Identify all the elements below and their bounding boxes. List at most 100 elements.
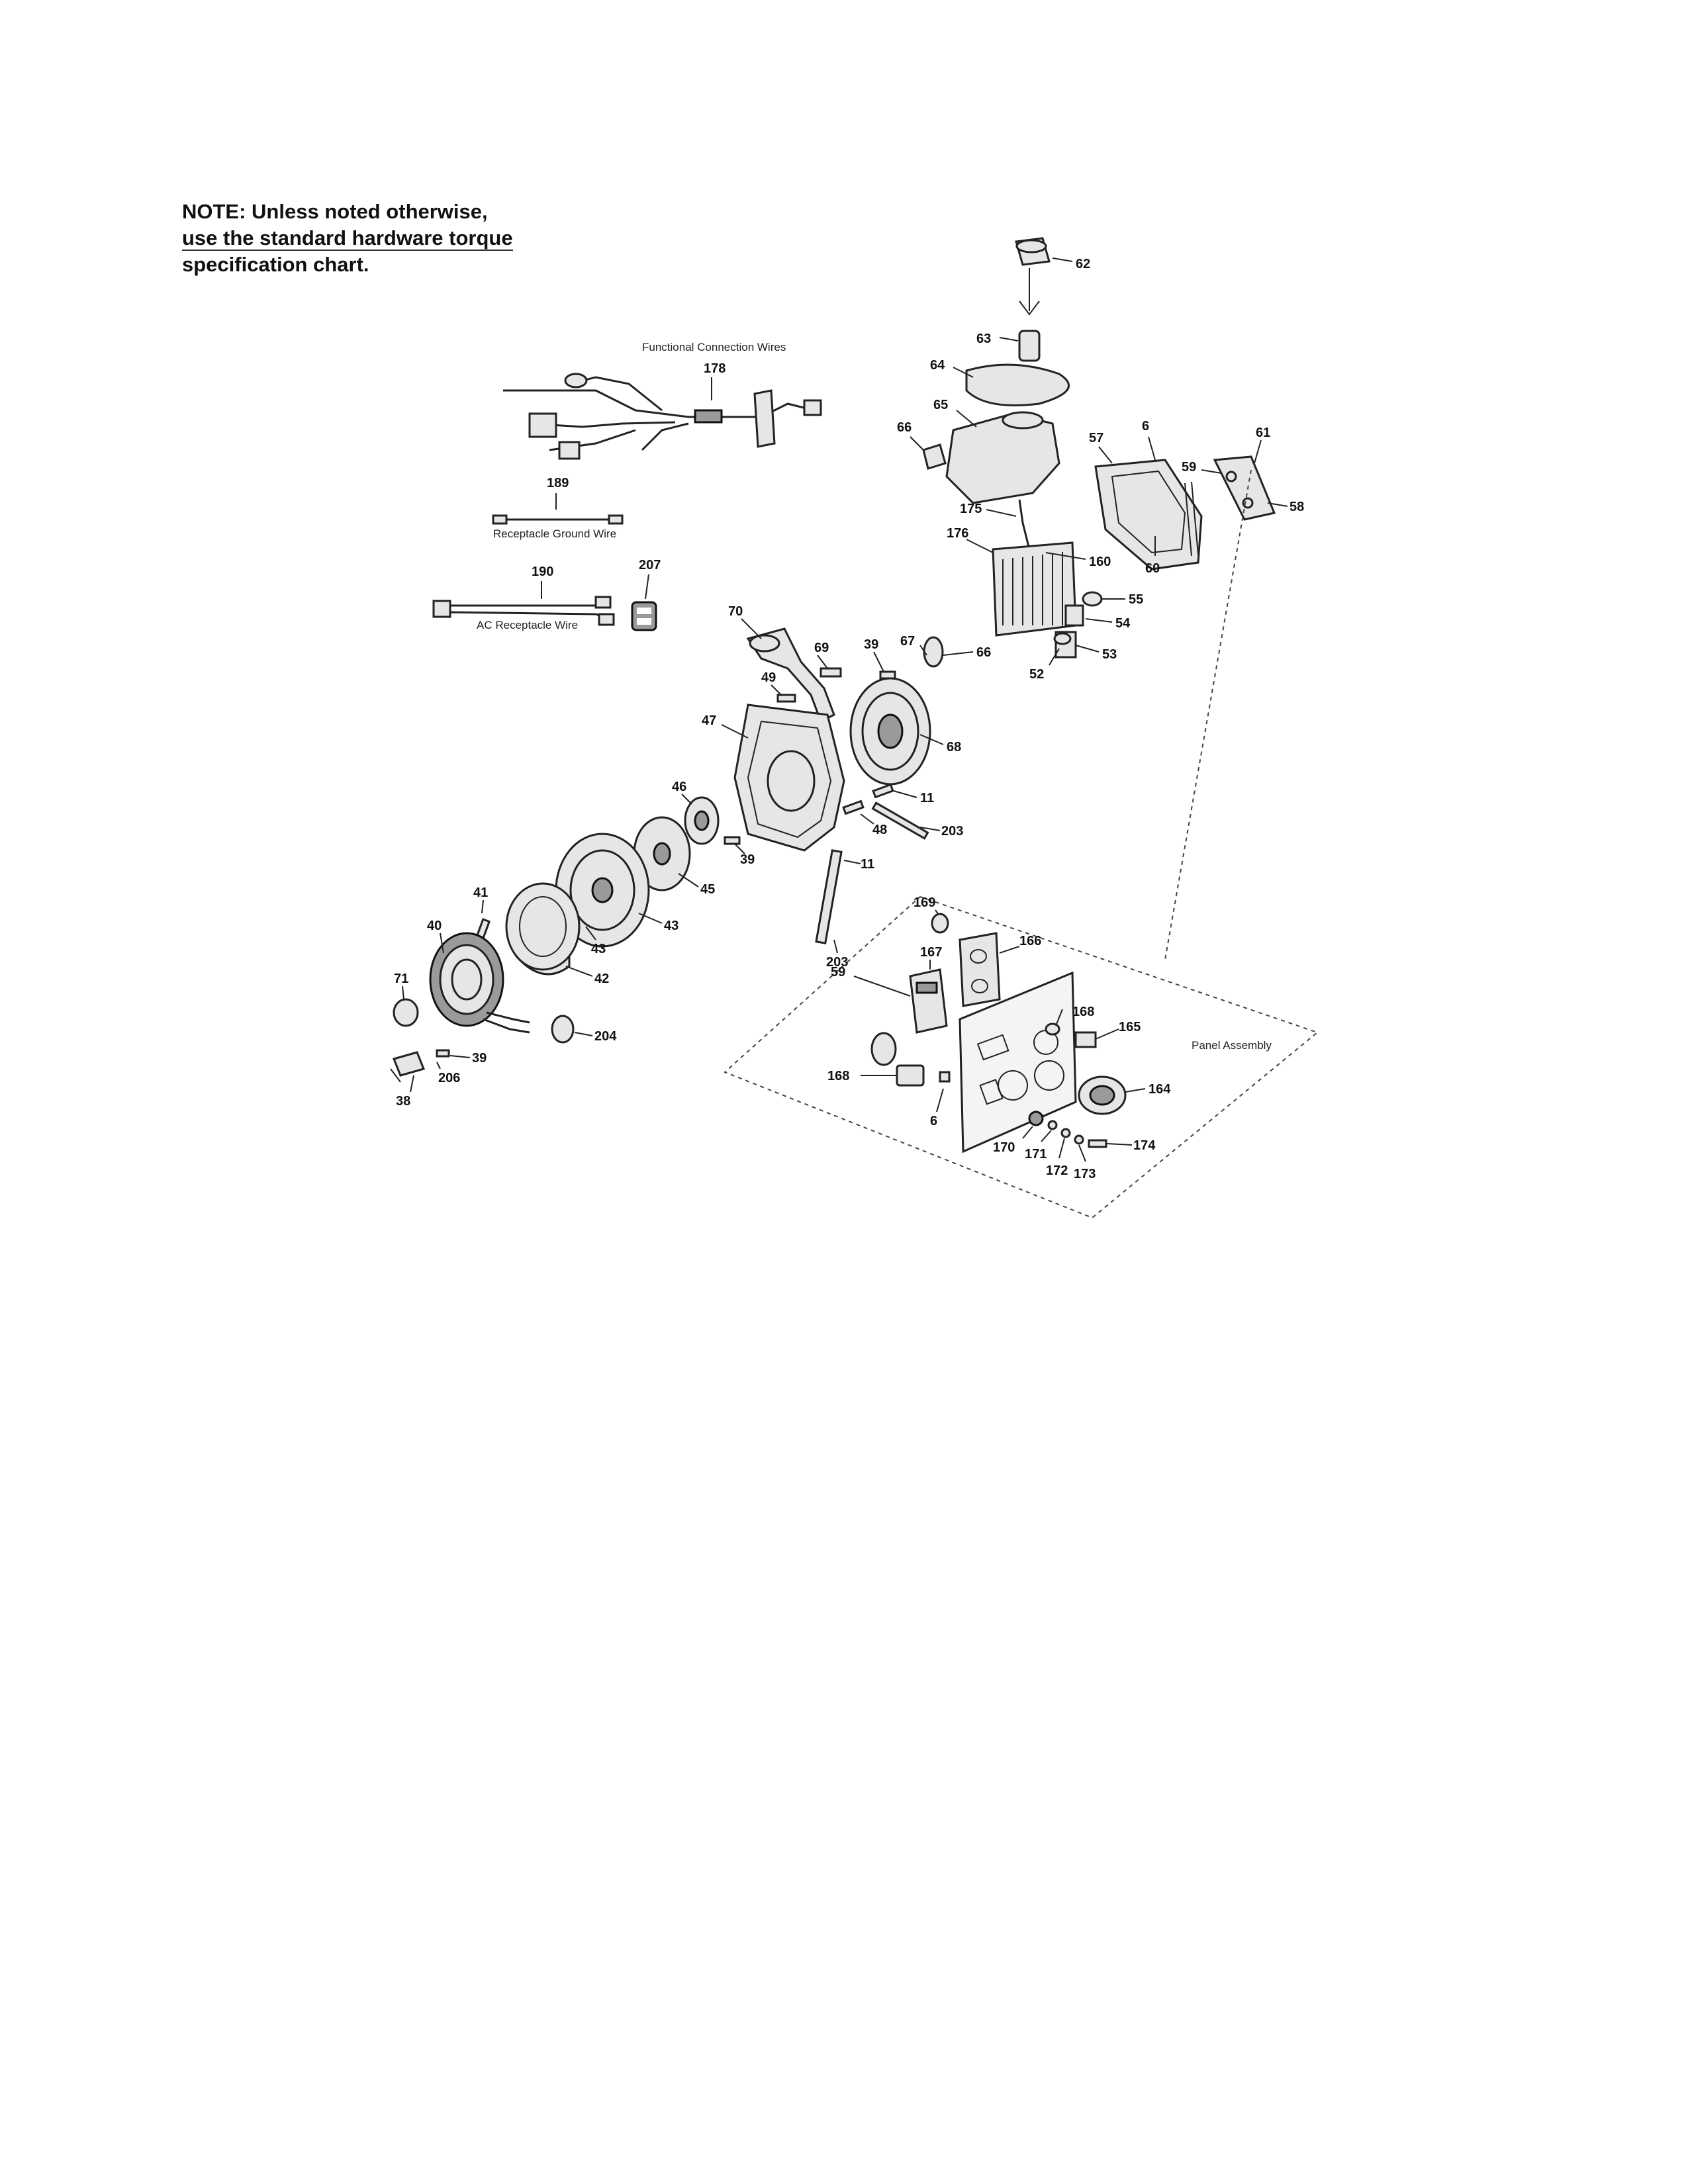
callout-45: 45 — [700, 882, 715, 897]
callout-173: 173 — [1074, 1167, 1096, 1181]
panel-assembly-boundary — [724, 895, 1319, 1219]
stator — [429, 932, 530, 1034]
control-panel-plate — [959, 971, 1077, 1154]
fuel-line — [1018, 499, 1031, 550]
callout-71: 71 — [394, 972, 408, 986]
caption-functional-connection-wires: Functional Connection Wires — [642, 341, 786, 353]
indicator-168-upper — [1045, 1023, 1060, 1036]
callout-6-panel: 6 — [930, 1114, 937, 1128]
insulator — [551, 1015, 575, 1044]
muffler-shield — [1094, 459, 1203, 570]
long-bolt — [815, 849, 843, 944]
wire-clip — [631, 601, 657, 631]
panel-hardware — [1028, 1111, 1107, 1148]
ground-clip — [390, 1051, 426, 1083]
receptacle-ground-wire — [492, 514, 624, 525]
callout-170: 170 — [993, 1140, 1015, 1155]
ac-receptacle-wire — [432, 596, 615, 626]
callout-172: 172 — [1046, 1163, 1068, 1178]
stator-bushing — [393, 998, 419, 1027]
fuel-tank-gasket — [965, 363, 1070, 406]
callout-189: 189 — [547, 476, 569, 490]
callout-160: 160 — [1089, 555, 1111, 569]
callout-171: 171 — [1025, 1147, 1047, 1161]
callout-61: 61 — [1256, 426, 1270, 440]
callout-176: 176 — [947, 526, 968, 541]
callout-41: 41 — [473, 886, 488, 900]
recoil-starter — [849, 677, 931, 786]
callout-57: 57 — [1089, 431, 1103, 445]
screw-39-top — [879, 670, 896, 680]
callout-206: 206 — [438, 1071, 460, 1085]
gasket-ring — [870, 1032, 897, 1066]
caption-ac-receptacle-wire: AC Receptacle Wire — [477, 619, 578, 631]
callout-39-mid: 39 — [740, 852, 755, 867]
fan-housing — [733, 704, 845, 852]
flywheel — [505, 882, 581, 976]
muffler-hardware — [1053, 591, 1103, 659]
spark-arrestor-bracket — [1213, 455, 1276, 521]
callout-39-top: 39 — [864, 637, 878, 652]
callout-66-top: 66 — [897, 420, 912, 435]
switch-168-lower — [896, 1064, 925, 1087]
callout-67: 67 — [900, 634, 915, 649]
outlet-164 — [1078, 1075, 1127, 1115]
screw-39-mid — [724, 836, 741, 845]
callout-6-top: 6 — [1142, 419, 1149, 433]
callout-48: 48 — [872, 823, 887, 837]
callout-190: 190 — [532, 565, 553, 579]
callout-69: 69 — [814, 641, 829, 655]
callout-43-left: 43 — [591, 942, 606, 956]
fuel-strainer — [1018, 330, 1041, 362]
callout-54: 54 — [1115, 616, 1131, 631]
callout-164: 164 — [1149, 1082, 1171, 1097]
assembly-arrow-head — [1019, 300, 1040, 316]
callout-58: 58 — [1289, 500, 1304, 514]
screw-49 — [776, 694, 796, 703]
cover-screws — [842, 783, 929, 840]
callout-169: 169 — [914, 895, 935, 910]
muffler — [992, 541, 1077, 637]
callout-62: 62 — [1076, 257, 1090, 271]
fuel-tank — [945, 411, 1060, 504]
screw-6-panel — [939, 1071, 951, 1083]
recoil-pulley — [923, 636, 944, 668]
callout-42: 42 — [594, 972, 609, 986]
callout-52: 52 — [1029, 667, 1044, 682]
callout-40: 40 — [427, 919, 442, 933]
functional-connection-wire-harness — [503, 373, 822, 460]
callout-11-top: 11 — [920, 791, 934, 805]
callout-39-bottom: 39 — [472, 1051, 487, 1066]
callout-207: 207 — [639, 558, 661, 572]
note-line-2: use the standard hardware torque — [182, 226, 513, 251]
panel-leader-line — [1164, 469, 1252, 960]
callout-11-bottom: 11 — [861, 857, 874, 872]
callout-46: 46 — [672, 780, 686, 794]
torque-note: NOTE: Unless noted otherwise, use the st… — [182, 199, 553, 278]
callout-38: 38 — [396, 1094, 410, 1109]
callout-65: 65 — [933, 398, 948, 412]
callout-53: 53 — [1102, 647, 1117, 662]
receptacle-169 — [931, 913, 949, 934]
grommet — [922, 443, 947, 470]
callout-63: 63 — [976, 332, 991, 346]
callout-174: 174 — [1133, 1138, 1156, 1153]
callout-70: 70 — [728, 604, 743, 619]
callout-168-upper: 168 — [1072, 1005, 1094, 1019]
duplex-receptacle — [959, 932, 1001, 1007]
callout-59-top: 59 — [1182, 460, 1196, 475]
callout-203-top: 203 — [941, 824, 963, 839]
callout-166: 166 — [1019, 934, 1041, 948]
caption-receptacle-ground-wire: Receptacle Ground Wire — [493, 527, 616, 540]
callout-204: 204 — [594, 1029, 617, 1044]
callout-68: 68 — [947, 740, 961, 754]
note-line-1: NOTE: Unless noted otherwise, — [182, 200, 488, 223]
note-line-3: specification chart. — [182, 253, 369, 276]
callout-47: 47 — [702, 713, 716, 728]
fuel-cap — [1015, 237, 1051, 266]
callout-66-mid: 66 — [976, 645, 991, 660]
callout-168-lower: 168 — [827, 1069, 849, 1083]
callout-55: 55 — [1129, 592, 1143, 607]
callout-165: 165 — [1119, 1020, 1141, 1034]
